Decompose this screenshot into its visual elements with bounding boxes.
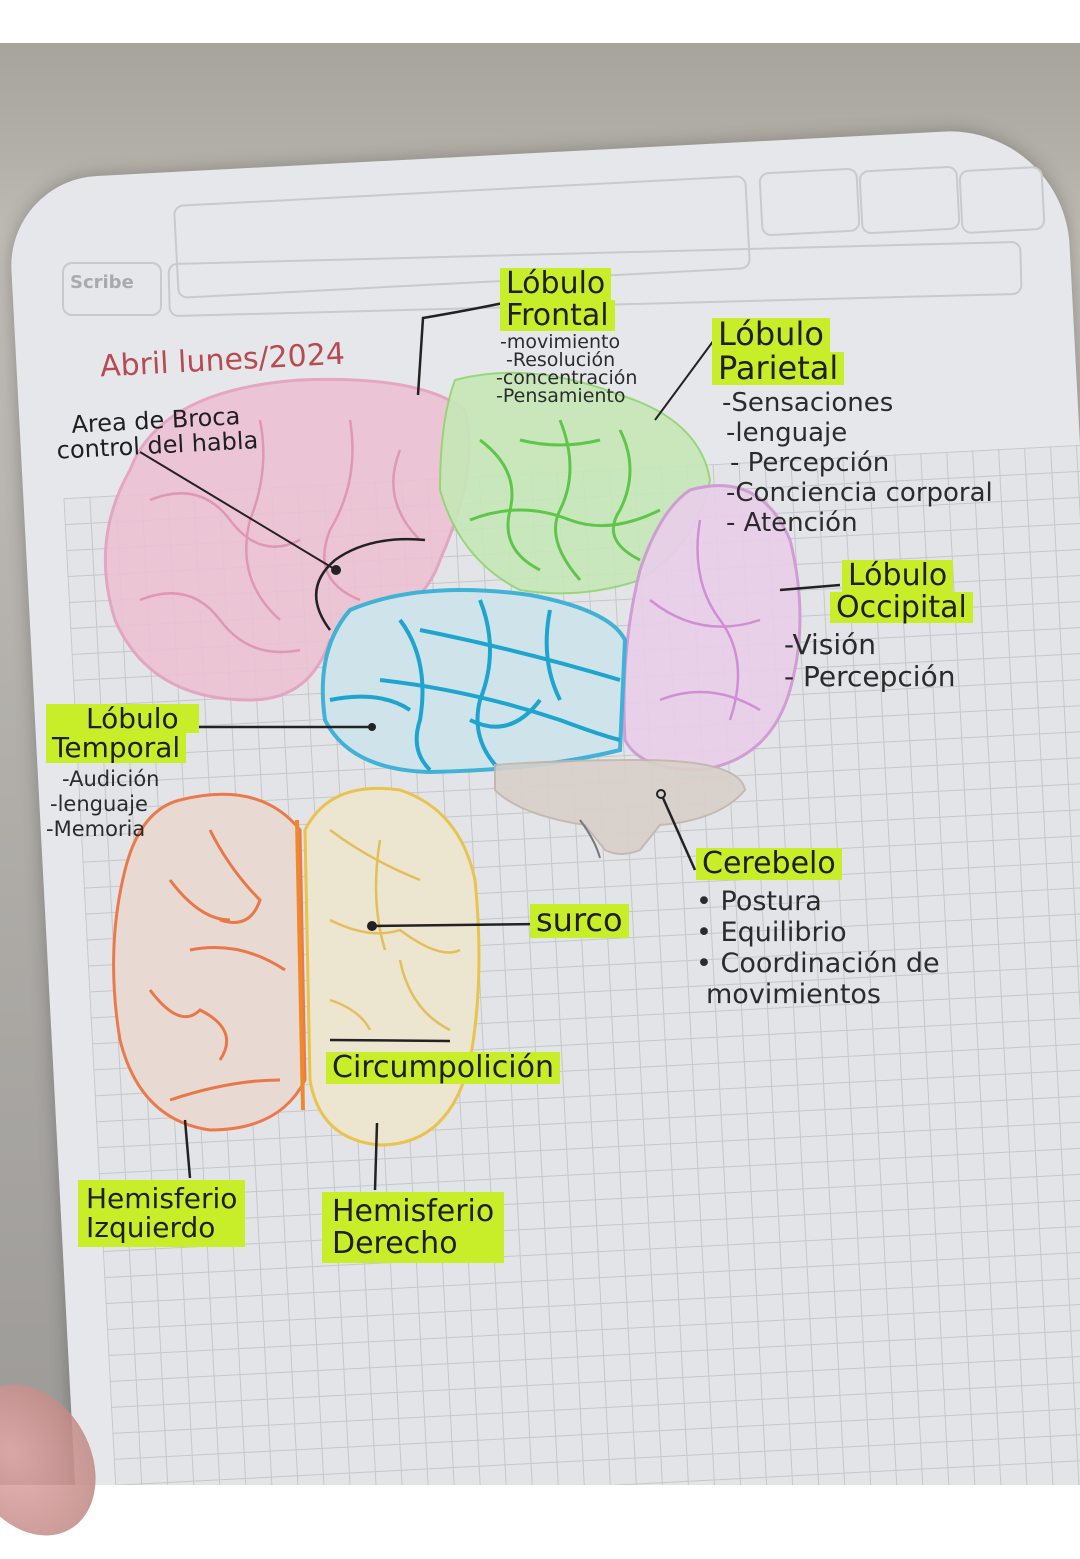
cerebelo-item: • Equilibrio — [696, 916, 847, 948]
frontal-title-2: Frontal — [500, 299, 615, 331]
occipital-item: -Visión — [784, 628, 877, 661]
cerebelo-shape — [494, 758, 747, 855]
frontal-item: -movimiento — [500, 331, 621, 353]
cerebelo-title: Cerebelo — [696, 848, 842, 880]
header-box-subject — [62, 262, 162, 316]
cerebelo-item: • Coordinación de — [696, 947, 940, 979]
temporal-item: -Memoria — [46, 817, 146, 842]
frontal-title-1: Lóbulo — [500, 268, 612, 300]
frontal-item: -Resolución — [506, 349, 616, 372]
temporal-title-2: Temporal — [46, 733, 187, 763]
frontal-item: -Pensamiento — [496, 385, 626, 408]
hemisferio-der-line1: Hemisferio — [332, 1194, 495, 1229]
surco-label: surco — [530, 903, 629, 938]
frontal-items: -movimiento -Resolución -concentración -… — [496, 331, 637, 405]
parietal-title-1: Lóbulo — [712, 317, 830, 352]
temporal-item: -lenguaje — [50, 791, 148, 816]
occipital-item: - Percepción — [784, 660, 956, 694]
cerebelo-item: • Postura — [696, 885, 822, 917]
hemisferio-izq-line1: Hemisferio — [86, 1182, 238, 1215]
parietal-item: - Percepción — [730, 447, 890, 478]
right-hemisphere — [303, 786, 481, 1147]
parietal-item: -lenguaje — [726, 418, 848, 449]
cerebelo-label: Cerebelo • Postura • Equilibrio • Coordi… — [696, 848, 940, 1010]
frontal-item: -concentración — [496, 367, 638, 390]
parietal-items: -Sensaciones -lenguaje - Percepción -Con… — [712, 388, 993, 538]
circumpolicion-label: Circumpolición — [326, 1052, 560, 1084]
parietal-item: -Sensaciones — [722, 388, 894, 419]
temporal-lobe — [320, 588, 628, 775]
parietal-item: - Atención — [726, 507, 858, 538]
temporal-items: -Audición -lenguaje -Memoria — [46, 767, 199, 843]
temporal-title-1: Lóbulo — [46, 704, 199, 733]
hemisferio-izquierdo-label: Hemisferio Izquierdo — [78, 1180, 246, 1247]
occipital-label: Lóbulo Occipital -Visión - Percepción — [784, 560, 973, 693]
parietal-item: -Conciencia corporal — [726, 477, 993, 508]
hemisferio-izq-line2: Izquierdo — [86, 1211, 216, 1245]
temporal-label: Lóbulo Temporal -Audición -lenguaje -Mem… — [46, 704, 199, 842]
occipital-title-1: Lóbulo — [842, 560, 954, 592]
occipital-items: -Visión - Percepción — [784, 628, 973, 694]
hemisferio-der-line2: Derecho — [332, 1225, 458, 1261]
cerebelo-item: movimientos — [706, 978, 881, 1010]
occipital-title-2: Occipital — [830, 591, 973, 623]
left-hemisphere — [112, 792, 307, 1132]
frontal-label: Lóbulo Frontal -movimiento -Resolución -… — [496, 268, 637, 406]
cerebelo-items: • Postura • Equilibrio • Coordinación de… — [696, 886, 940, 1010]
broca-label: Area de Broca control del habla — [56, 402, 259, 465]
notebook-brand: Scribe — [70, 272, 134, 293]
parietal-title-2: Parietal — [712, 351, 845, 386]
hemisferio-derecho-label: Hemisferio Derecho — [322, 1192, 505, 1263]
parietal-label: Lóbulo Parietal -Sensaciones -lenguaje -… — [712, 317, 993, 539]
temporal-item: -Audición — [62, 766, 160, 791]
